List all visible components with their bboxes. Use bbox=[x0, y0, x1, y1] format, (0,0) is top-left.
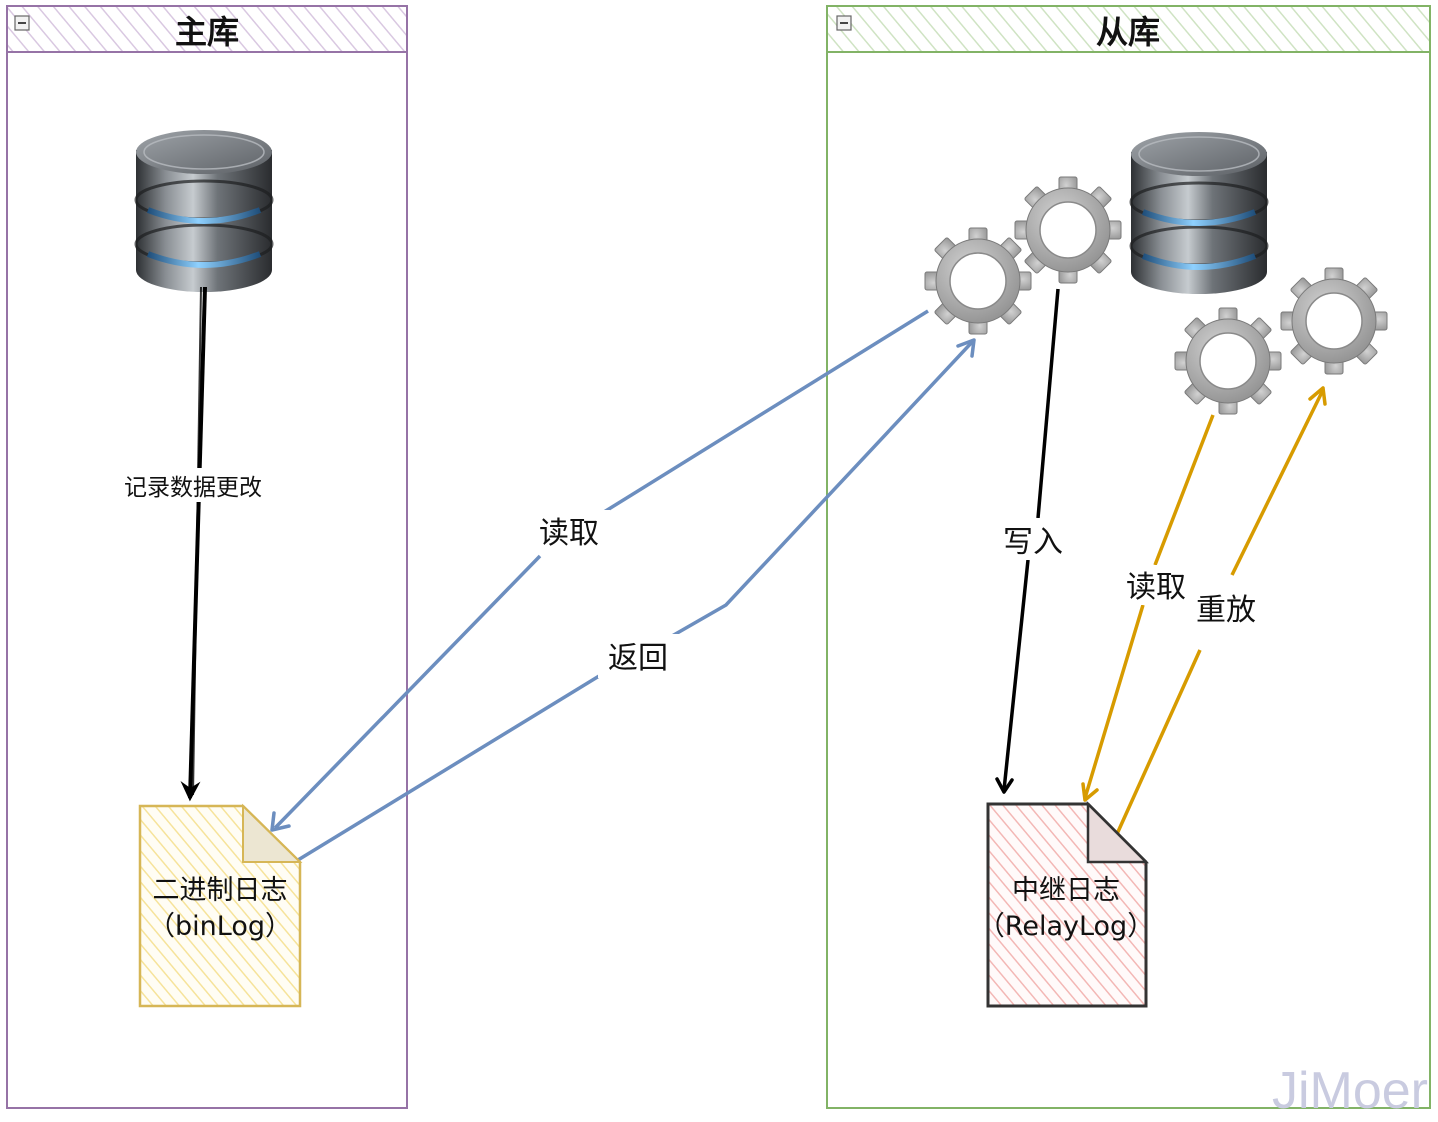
binlog-title: 二进制日志 bbox=[153, 875, 288, 906]
edge-record-changes bbox=[180, 286, 207, 802]
sql-thread-gear-icon-2 bbox=[1280, 267, 1388, 375]
slave-title: 从库 bbox=[1096, 13, 1160, 51]
master-database-icon bbox=[136, 130, 272, 292]
edge-return bbox=[297, 338, 976, 862]
relaylog-subtitle: （RelayLog） bbox=[978, 911, 1154, 942]
master-collapse-icon[interactable] bbox=[14, 15, 30, 31]
edge-replay bbox=[1115, 386, 1327, 835]
label-read-relay: 读取 bbox=[1126, 570, 1186, 605]
io-thread-gear-icon-2 bbox=[1014, 176, 1122, 284]
label-read: 读取 bbox=[539, 516, 599, 551]
slave-swimlane: 从库 bbox=[826, 5, 1431, 1109]
slave-collapse-icon[interactable] bbox=[836, 15, 852, 31]
edge-read-relay bbox=[1081, 414, 1215, 802]
io-thread-gear-icon-1 bbox=[924, 227, 1032, 335]
edge-write bbox=[995, 288, 1060, 794]
relaylog-title: 中继日志 bbox=[1012, 875, 1120, 906]
binlog-subtitle: （binLog） bbox=[148, 911, 292, 942]
binlog-document: 二进制日志 （binLog） bbox=[138, 803, 303, 1008]
label-record-changes: 记录数据更改 bbox=[124, 475, 262, 501]
slave-header bbox=[826, 5, 1431, 53]
label-return: 返回 bbox=[608, 641, 668, 676]
master-swimlane: 主库 bbox=[6, 5, 408, 1109]
label-replay: 重放 bbox=[1196, 593, 1256, 628]
master-header bbox=[6, 5, 408, 53]
edge-read-binlog bbox=[270, 309, 929, 832]
master-title: 主库 bbox=[175, 13, 239, 51]
label-write: 写入 bbox=[1003, 525, 1063, 560]
slave-database-icon bbox=[1131, 132, 1267, 294]
relaylog-document: 中继日志 （RelayLog） bbox=[978, 800, 1154, 1008]
sql-thread-gear-icon-1 bbox=[1174, 307, 1282, 415]
watermark: JiMoer bbox=[1272, 1062, 1428, 1120]
